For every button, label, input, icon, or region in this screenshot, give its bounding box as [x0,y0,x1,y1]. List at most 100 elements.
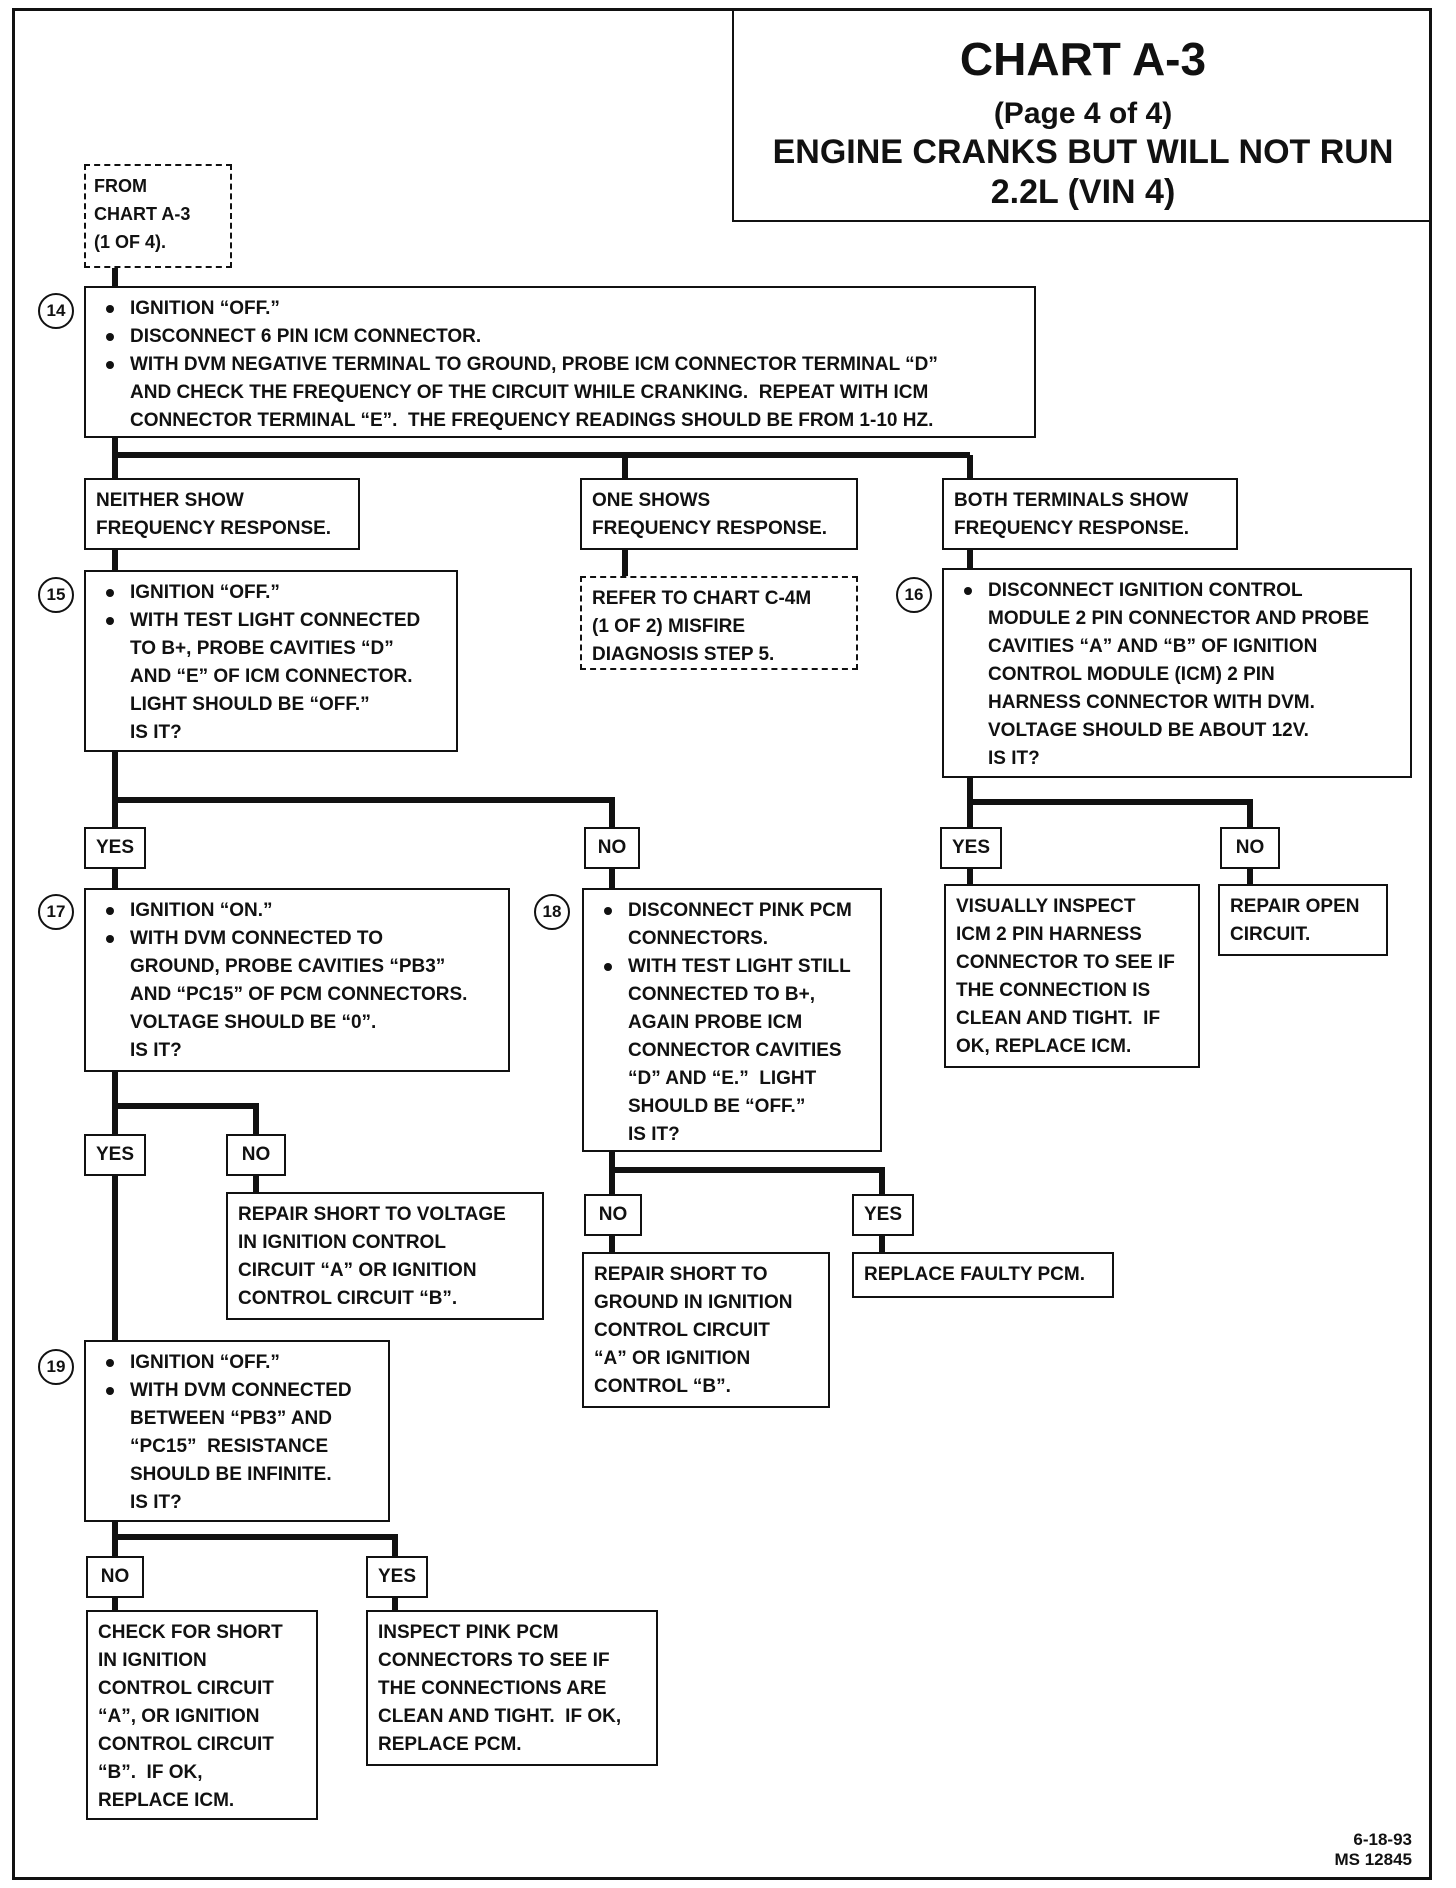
box-text-line: REPAIR SHORT TO [594,1264,768,1285]
instruction-line: WITH DVM NEGATIVE TERMINAL TO GROUND, PR… [130,354,938,375]
step-14-marker: 14 [38,293,74,329]
box-text-line: FREQUENCY RESPONSE. [96,518,332,539]
footer-code: MS 12845 [1334,1850,1413,1869]
box-text-line: ICM 2 PIN HARNESS [956,924,1142,945]
instruction-bullet: IGNITION “OFF.” [96,579,446,607]
box-text-line: THE CONNECTIONS ARE [378,1678,607,1699]
box-text-line: CONTROL CIRCUIT [98,1678,274,1699]
instruction-line: IGNITION “OFF.” [130,298,280,319]
step-17-no-label: NO [226,1134,286,1176]
instruction-line: CONNECTOR CAVITIES [628,1040,842,1061]
instruction-line: CONNECTED TO B+, [628,984,816,1005]
box-text-line: “A” OR IGNITION [594,1348,751,1369]
instruction-line: VOLTAGE SHOULD BE “0”. [130,1012,377,1033]
instruction-line: TO B+, PROBE CAVITIES “D” [130,638,394,659]
box-text-line: REPLACE FAULTY PCM. [864,1264,1085,1285]
instruction-line: GROUND, PROBE CAVITIES “PB3” [130,956,446,977]
wire-16-split [967,778,1253,827]
box-text-line: REFER TO CHART C-4M [592,588,812,609]
instruction-line: AGAIN PROBE ICM [628,1012,803,1033]
page-frame [12,8,1432,1880]
instruction-line: “PC15” RESISTANCE [130,1436,329,1457]
box-text-line: DIAGNOSIS STEP 5. [592,644,775,665]
step-15-yes-label: YES [84,827,146,869]
step-18-no-label: NO [584,1194,642,1236]
instruction-line: SHOULD BE INFINITE. [130,1464,332,1485]
box-text-line: CONTROL CIRCUIT [594,1320,770,1341]
box-text-line: CONTROL CIRCUIT [98,1734,274,1755]
instruction-bullet: DISCONNECT 6 PIN ICM CONNECTOR. [96,323,1024,351]
box-text-line: CHART A-3 [94,204,191,224]
box-text-line: CONTROL CIRCUIT “B”. [238,1288,458,1309]
box-text-line: CONTROL “B”. [594,1376,731,1397]
chart-page-number: (Page 4 of 4) [993,97,1173,130]
box-text-line: OK, REPLACE ICM. [956,1036,1132,1057]
wire-14-split [112,438,973,478]
box-text-line: IN IGNITION [98,1650,207,1671]
box-text-line: THE CONNECTION IS [956,980,1151,1001]
box-text-line: FREQUENCY RESPONSE. [954,518,1190,539]
replace-faulty-pcm-box: REPLACE FAULTY PCM. [852,1252,1114,1298]
box-text-line: (1 OF 4). [94,232,167,252]
instruction-bullet: WITH TEST LIGHT STILL CONNECTED TO B+, AGA… [594,953,870,1121]
instruction-line: IGNITION “OFF.” [130,582,280,603]
instruction-bullet: WITH DVM NEGATIVE TERMINAL TO GROUND, PR… [96,351,1024,435]
box-text-line: ONE SHOWS [592,490,711,511]
chart-title-block: CHART A-3 (Page 4 of 4) ENGINE CRANKS BU… [732,8,1432,222]
instruction-line: CONTROL MODULE (ICM) 2 PIN [988,664,1275,685]
wire-15-split [112,752,615,827]
instruction-line: VOLTAGE SHOULD BE ABOUT 12V. [988,720,1309,741]
box-text-line: CIRCUIT. [1230,924,1311,945]
instruction-bullet: IGNITION “OFF.” [96,295,1024,323]
box-text-line: CONNECTOR TO SEE IF [956,952,1175,973]
box-text-line: GROUND IN IGNITION [594,1292,793,1313]
box-text-line: REPLACE ICM. [98,1790,235,1811]
instruction-line: BETWEEN “PB3” AND [130,1408,332,1429]
instruction-line: AND CHECK THE FREQUENCY OF THE CIRCUIT W… [130,382,929,403]
box-text-line: NEITHER SHOW [96,490,244,511]
instruction-bullet: IGNITION “OFF.” [96,1349,378,1377]
box-text-line: REPAIR OPEN [1230,896,1360,917]
box-text-line: REPAIR SHORT TO VOLTAGE [238,1204,506,1225]
question-text: IS IT? [628,1124,680,1145]
instruction-list: IGNITION “OFF.” WITH TEST LIGHT CONNECTED… [96,579,446,719]
box-text-line: VISUALLY INSPECT [956,896,1136,917]
step-17-marker: 17 [38,894,74,930]
step-14-box: IGNITION “OFF.” DISCONNECT 6 PIN ICM CONN… [84,286,1036,438]
footer-date: 6-18-93 [1353,1830,1412,1849]
box-text-line: CIRCUIT “A” OR IGNITION [238,1260,477,1281]
instruction-line: WITH TEST LIGHT STILL [628,956,851,977]
instruction-line: WITH DVM CONNECTED TO [130,928,383,949]
instruction-line: WITH TEST LIGHT CONNECTED [130,610,421,631]
repair-open-circuit-box: REPAIR OPEN CIRCUIT. [1218,884,1388,956]
step-19-yes-label: YES [366,1556,428,1598]
check-short-box: CHECK FOR SHORT IN IGNITION CONTROL CIRCUI… [86,1610,318,1820]
instruction-line: DISCONNECT PINK PCM [628,900,852,921]
box-text-line: CHECK FOR SHORT [98,1622,283,1643]
step-15-marker: 15 [38,577,74,613]
step-19-marker: 19 [38,1349,74,1385]
instruction-line: AND “E” OF ICM CONNECTOR. [130,666,413,687]
step-16-no-label: NO [1220,827,1280,869]
instruction-line: IGNITION “OFF.” [130,1352,280,1373]
box-text-line: “A”, OR IGNITION [98,1706,260,1727]
instruction-line: DISCONNECT 6 PIN ICM CONNECTOR. [130,326,482,347]
step-17-yes-label: YES [84,1134,146,1176]
instruction-bullet: WITH TEST LIGHT CONNECTED TO B+, PROBE CA… [96,607,446,719]
instruction-list: IGNITION “OFF.” DISCONNECT 6 PIN ICM CONN… [96,295,1024,435]
chart-engine: 2.2L (VIN 4) [990,173,1176,211]
wire-18-split [609,1152,885,1194]
step-19-no-label: NO [86,1556,144,1598]
instruction-line: HARNESS CONNECTOR WITH DVM. [988,692,1315,713]
